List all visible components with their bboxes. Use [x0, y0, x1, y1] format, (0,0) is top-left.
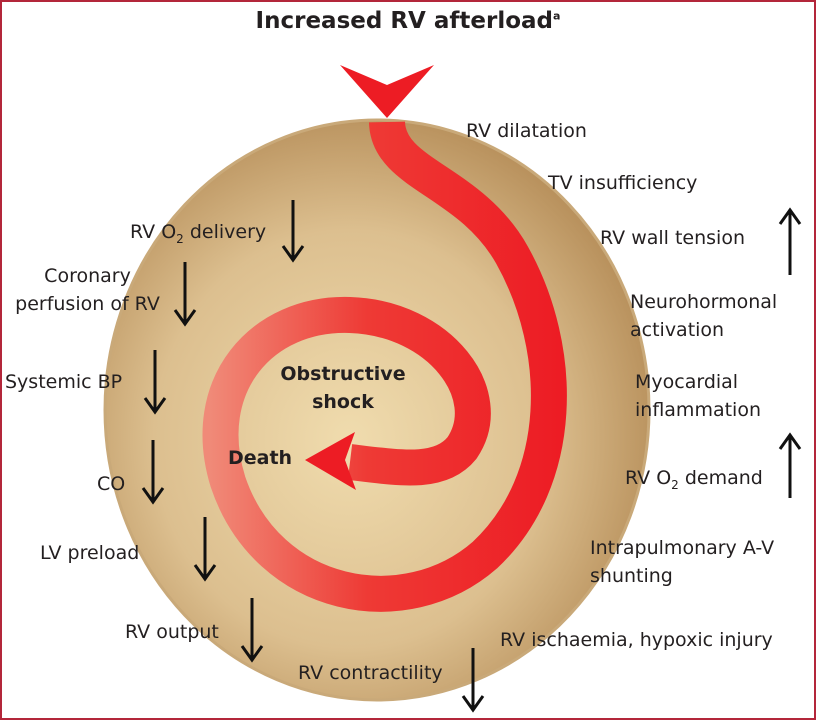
- down-arrow-icon: [281, 200, 305, 263]
- spiral-arrowhead: [305, 432, 356, 490]
- down-arrow-icon: [240, 598, 264, 663]
- down-arrow-icon: [193, 517, 217, 582]
- rv-dilatation: RV dilatation: [466, 120, 587, 142]
- rv-wall-tension: RV wall tension: [600, 227, 746, 249]
- up-arrow-icon: [778, 432, 802, 498]
- down-arrow-icon: [461, 648, 485, 713]
- rv-ischaemia: RV ischaemia, hypoxic injury: [500, 629, 773, 651]
- rv-o2-delivery: RV O2 delivery: [130, 221, 267, 246]
- rv-output: RV output: [125, 621, 219, 643]
- spiral-arrow: [202, 119, 567, 612]
- lv-preload: LV preload: [40, 542, 140, 564]
- up-arrow-icon: [778, 207, 802, 275]
- entry-arrowhead: [340, 65, 434, 118]
- systemic-bp: Systemic BP: [5, 371, 123, 393]
- co: CO: [97, 473, 126, 495]
- down-arrow-icon: [173, 262, 197, 327]
- change-arrows: [141, 200, 802, 713]
- rv-contractility: RV contractility: [298, 662, 443, 684]
- down-arrow-icon: [143, 350, 167, 415]
- tv-insufficiency: TV insufficiency: [548, 172, 698, 194]
- rv-o2-demand: RV O2 demand: [625, 467, 763, 492]
- down-arrow-icon: [141, 440, 165, 505]
- diagram-title: Increased RV afterloada: [255, 8, 561, 34]
- death-label: Death: [228, 447, 293, 469]
